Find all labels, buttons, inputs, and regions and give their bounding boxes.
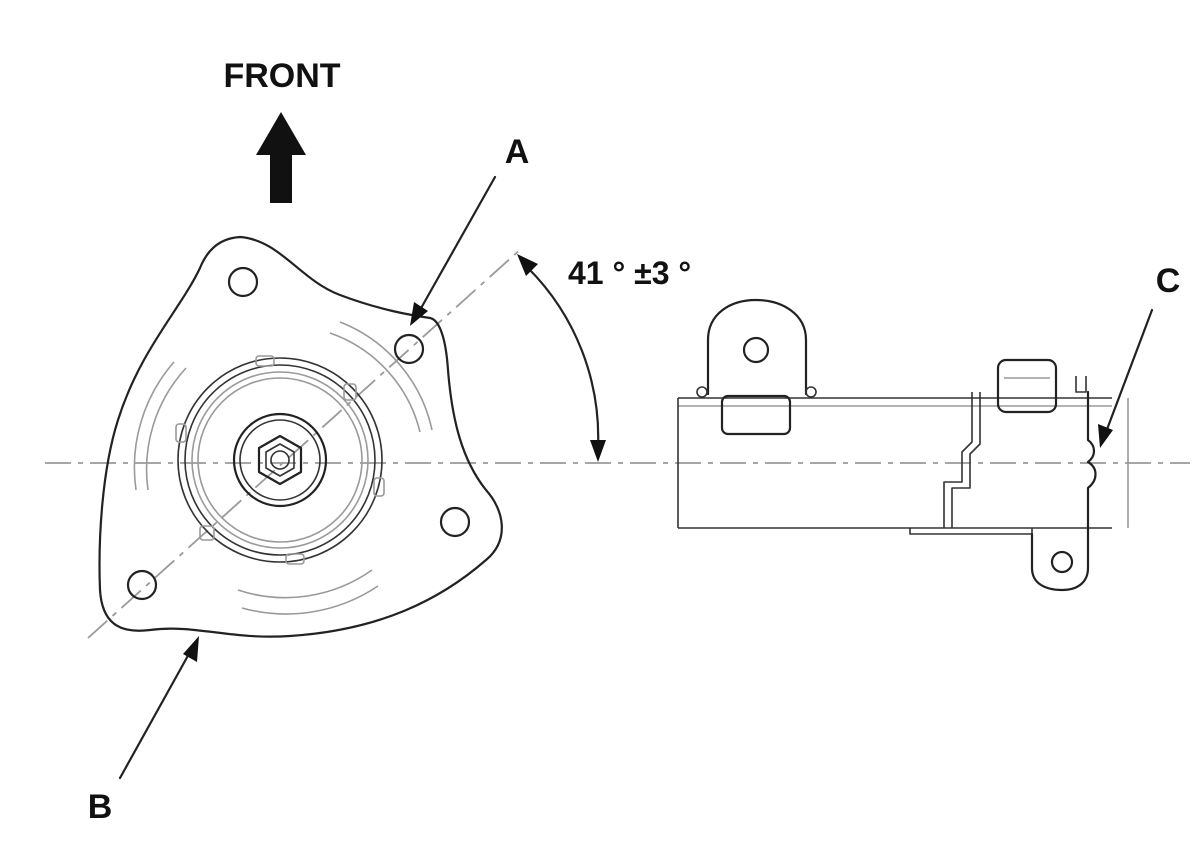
- leader-arrowhead-a: [410, 302, 428, 326]
- upper-bracket-hole: [742, 336, 770, 364]
- mount-flange-outline: [98, 235, 503, 638]
- lower-bracket-hole: [1050, 550, 1074, 574]
- strut-body-side-view: [677, 298, 1129, 592]
- angle-arc: [526, 266, 600, 450]
- stud-end: [270, 450, 290, 470]
- leader-arrowhead-b: [183, 636, 199, 662]
- center-nut-washer: [232, 412, 328, 508]
- arrow-up-icon: [256, 112, 306, 203]
- angle-label: 41 ° ±3 °: [568, 255, 691, 291]
- mount-hole-right: [439, 506, 471, 538]
- mount-hole-top-left: [227, 266, 259, 298]
- mount-slot-upper-right: [329, 332, 421, 433]
- mount-hole-a: [393, 333, 425, 365]
- bracket-clamp: [720, 394, 792, 436]
- angled-centerline: [87, 247, 523, 639]
- mount-slot-bottom: [237, 569, 373, 599]
- leader-line-b: [118, 650, 192, 780]
- lower-bracket: [1030, 526, 1090, 592]
- strut-mount: [98, 235, 503, 638]
- leader-arrowhead-c: [1098, 424, 1113, 448]
- label-b: B: [88, 788, 113, 826]
- center-nut: [257, 434, 303, 486]
- leader-line-c: [1104, 308, 1154, 434]
- angle-arrowhead-top: [517, 254, 538, 276]
- angle-dimension: 41 ° ±3 °: [517, 254, 691, 462]
- angle-arrowhead-bottom: [590, 440, 606, 462]
- leader-line-a: [418, 175, 497, 312]
- label-c: C: [1156, 262, 1181, 300]
- label-a: A: [505, 133, 530, 171]
- mount-hole-b: [126, 569, 158, 601]
- locating-notch-c: [1086, 390, 1097, 530]
- bearing-inner-ring: [184, 364, 376, 556]
- upper-bracket: [706, 298, 808, 396]
- upper-knuckle-tab: [996, 358, 1058, 414]
- front-label: FRONT: [223, 57, 340, 95]
- bearing-outer-ring: [177, 357, 383, 563]
- mount-slot-left: [145, 367, 187, 491]
